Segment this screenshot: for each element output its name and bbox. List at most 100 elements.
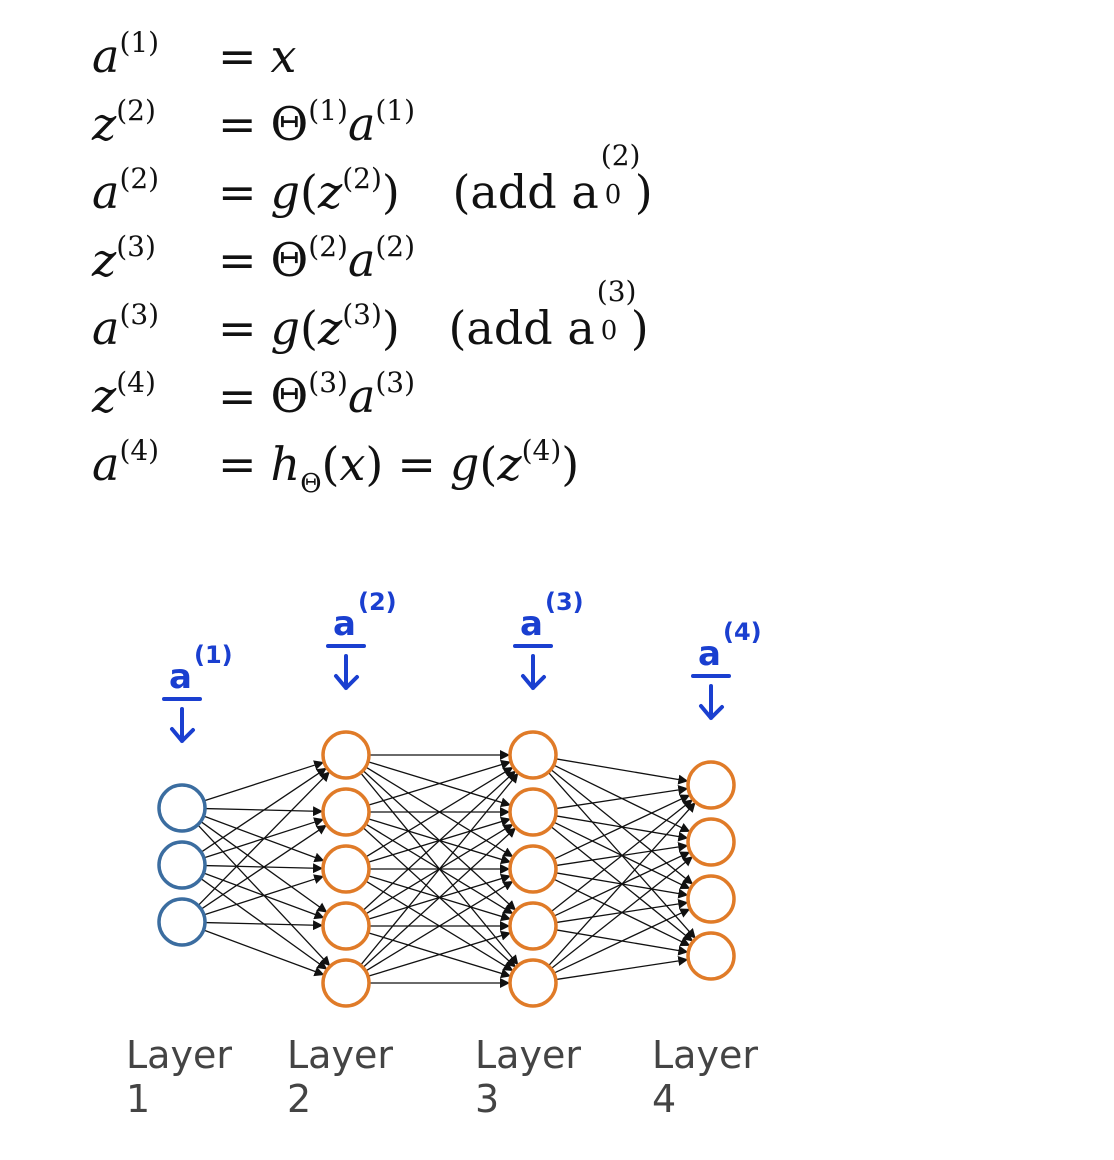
annotation-down-arrow-layer1 [170,707,195,743]
theta-symbol: Θ [270,97,309,151]
eq2-lhs-sup: (2) [116,94,156,127]
equals-sign: = [218,165,257,219]
edge-l2-4-to-l3-3 [367,930,511,977]
eq7-lhs-sup: (4) [119,434,160,467]
edge-l3-4-to-l4-0 [547,802,696,967]
node-layer2-1 [321,730,371,780]
edge-l2-3-to-l3-0 [362,770,517,911]
nodes-group [157,730,736,1008]
paren: ) [634,165,653,219]
edge-l1-2-to-l2-2 [203,874,325,916]
paren: ) [381,301,400,355]
node-layer4-4 [686,931,736,981]
h-sub-theta: Θ [300,469,322,499]
edge-l2-2-to-l3-0 [365,766,514,858]
a-sup: (2) [375,230,416,263]
layer-3-label-line2: 3 [475,1077,499,1121]
eq3-note-subsup: (2)0 [599,142,641,209]
edge-l1-1-to-l2-0 [200,767,327,853]
a-var: a [347,97,376,151]
a-var: a [347,233,376,287]
paren: ) [365,437,384,491]
eq5-lhs-sup: (3) [119,298,160,331]
equals-sign: = [397,437,436,491]
theta-sup: (1) [308,94,348,127]
layer-3-label-line1: Layer [475,1033,581,1077]
edge-l1-2-to-l2-1 [200,824,327,910]
theta-symbol: Θ [270,233,309,287]
equation-a2: a(2)=g(z(2)) (add a(2)0) [92,142,653,226]
z-var: z [497,437,522,491]
neural-network-diagram: a(1)a(2)a(3)a(4) Layer1Layer2Layer3Layer… [126,588,762,1121]
eq3-note-sup: (2) [600,139,641,172]
equation-a1: a(1)=x [92,22,653,90]
eq4-lhs-var: z [92,233,117,287]
node-layer4-2 [686,817,736,867]
theta-sup: (3) [308,366,348,399]
edge-l3-3-to-l4-0 [550,799,693,913]
annotation-a-layer2: a [333,604,356,644]
g-func: g [449,437,480,491]
eq3-note: (add a [452,165,599,219]
layer-4-label-line2: 4 [652,1077,676,1121]
paren: ) [561,437,580,491]
annotation-sup-layer3: (3) [545,588,584,616]
paren: ) [381,165,400,219]
equals-sign: = [218,97,257,151]
equation-block: a(1)=x z(2)=Θ(1)a(1) a(2)=g(z(2)) (add a… [92,22,653,499]
node-layer1-2 [157,840,207,890]
edge-l2-1-to-l3-0 [367,759,511,806]
equals-sign: = [218,29,257,83]
edges-group [197,750,696,988]
edge-l1-2-to-l2-3 [204,920,324,931]
annotation-a-layer4: a [698,634,721,674]
paren: ( [300,301,318,355]
node-layer2-3 [321,844,371,894]
paren: ) [630,301,649,355]
theta-symbol: Θ [270,369,309,423]
paren: ( [479,437,498,491]
z-var: z [317,165,343,219]
paren: ( [300,165,318,219]
eq1-lhs-var: a [92,29,120,83]
z-var: z [317,301,343,355]
z-sup: (3) [342,298,382,331]
equation-a3: a(3)=g(z(3)) (add a(3)0) [92,278,653,362]
equals-sign: = [218,301,257,355]
eq4-lhs-sup: (3) [116,230,156,263]
annotation-down-arrow-layer3 [521,654,546,690]
eq7-lhs-var: a [92,437,120,491]
equation-z3: z(3)=Θ(2)a(2) [92,226,653,294]
equation-z2: z(2)=Θ(1)a(1) [92,90,653,158]
eq2-lhs-var: z [92,97,117,151]
z-sup: (2) [342,162,382,195]
edge-l3-4-to-l4-1 [550,856,693,970]
edge-l3-2-to-l4-0 [553,794,691,860]
edge-l1-2-to-l2-4 [203,929,325,977]
edge-l1-0-to-l2-0 [203,760,325,802]
paren: ( [321,437,340,491]
node-layer3-3 [508,844,558,894]
eq5-note: (add a [448,301,595,355]
node-layer2-2 [321,787,371,837]
equation-a4: a(4)=hΘ(x)=g(z(4)) [92,430,653,499]
edge-l3-1-to-l4-0 [555,785,689,810]
node-layer3-4 [508,901,558,951]
edge-l1-2-to-l2-0 [197,771,330,907]
equals-sign: = [218,233,257,287]
node-layer1-1 [157,783,207,833]
node-layer4-3 [686,874,736,924]
eq5-note-sup: (3) [596,275,637,308]
eq3-note-sub: 0 [604,180,622,210]
annotation-sup-layer1: (1) [194,641,233,669]
annotation-a-layer3: a [520,604,543,644]
layer-1-label-line1: Layer [126,1033,232,1077]
node-layer2-5 [321,958,371,1008]
node-layer1-3 [157,897,207,947]
annotation-down-arrow-layer2 [334,654,359,690]
node-layer4-1 [686,760,736,810]
eq5-note-subsup: (3)0 [595,278,637,345]
layer-1-label-line2: 1 [126,1077,150,1121]
edge-l2-4-to-l3-0 [360,772,519,966]
